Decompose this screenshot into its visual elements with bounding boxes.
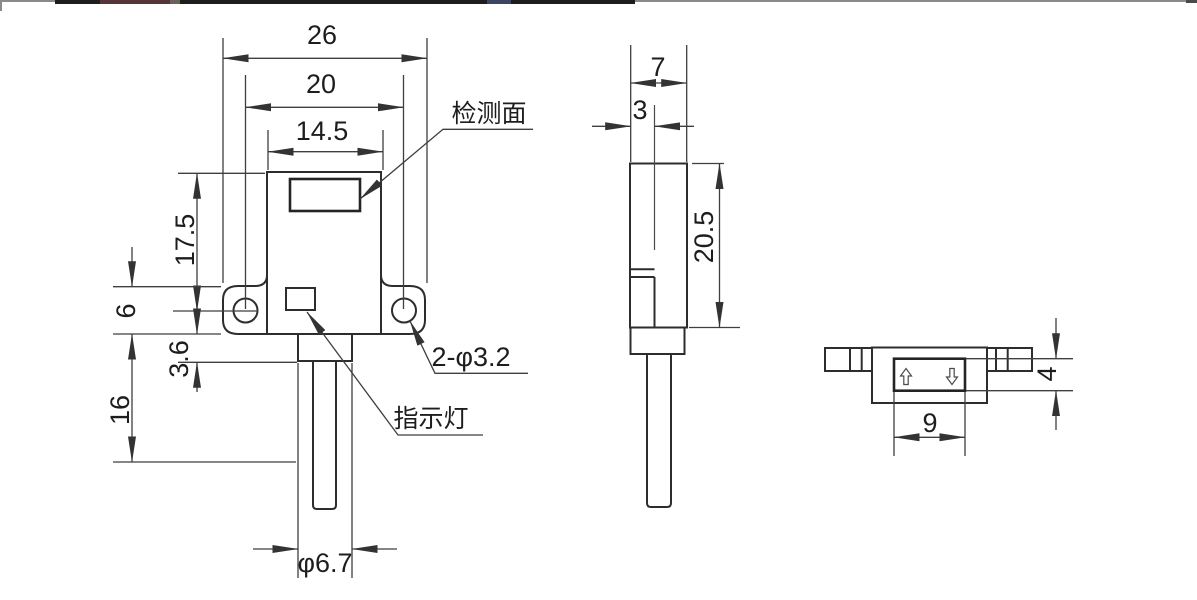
sensor-body-side — [629, 162, 688, 329]
dim-text-cable-dia: φ6.7 — [297, 548, 352, 578]
cropped-content-strip — [55, 0, 635, 4]
dim-text-6: 6 — [111, 303, 141, 318]
dim-text-20-5: 20.5 — [689, 211, 719, 264]
cropped-content-speck — [100, 0, 170, 4]
label-mounting-holes: 2-φ3.2 — [431, 342, 510, 372]
emitter-arrow-icon — [899, 367, 913, 386]
dim-text-26: 26 — [307, 20, 337, 50]
cable-gland-side — [629, 326, 686, 355]
leader-detection-face — [359, 128, 533, 200]
dim-overall-width: 26 — [222, 20, 428, 283]
top-ear-right — [986, 347, 1033, 372]
cropped-content-mark — [1186, 0, 1197, 3]
dim-text-4: 4 — [1032, 366, 1062, 381]
dim-hole-spacing: 20 — [244, 69, 405, 309]
side-view — [629, 105, 688, 508]
dim-text-9: 9 — [922, 408, 937, 438]
dim-text-14-5: 14.5 — [296, 116, 349, 146]
label-detection-face: 检测面 — [451, 100, 526, 128]
top-ear-left — [824, 347, 873, 372]
top-view — [824, 346, 1033, 404]
dim-text-7: 7 — [650, 52, 665, 82]
indicator-led — [285, 287, 316, 311]
label-mounting-holes-group: 2-φ3.2 — [409, 320, 528, 374]
label-indicator-light: 指示灯 — [393, 405, 468, 433]
dim-text-16: 16 — [105, 395, 135, 425]
dim-window-width: 9 — [893, 392, 966, 456]
leader-mounting-holes — [409, 320, 528, 374]
label-indicator-light-group: 指示灯 — [306, 311, 483, 436]
dim-text-3: 3 — [632, 95, 647, 125]
dim-gland-depth: 3.6 — [164, 306, 297, 392]
cable-gland-front — [297, 333, 353, 362]
optical-window-top — [892, 357, 967, 393]
sensor-body-top — [871, 346, 988, 404]
cable-front — [312, 361, 337, 510]
dim-text-3-6: 3.6 — [164, 340, 194, 378]
leader-indicator-light — [306, 311, 483, 436]
dim-body-width: 14.5 — [267, 116, 384, 170]
cropped-content-speck — [487, 0, 511, 4]
dim-ear-height: 6 — [111, 247, 221, 335]
dim-text-17-5: 17.5 — [170, 214, 200, 267]
dim-top-to-hole: 17.5 — [170, 172, 265, 312]
dim-window-depth: 4 — [966, 318, 1073, 430]
dim-cable-diameter: φ6.7 — [253, 363, 397, 578]
front-view — [222, 171, 426, 510]
dim-text-20: 20 — [306, 69, 336, 99]
cropped-content-speck — [170, 0, 180, 4]
dim-axis-offset: 3 — [592, 95, 694, 131]
receiver-arrow-icon — [945, 367, 959, 386]
left-border-tick — [0, 0, 2, 11]
mounting-ear-left — [222, 274, 268, 335]
cable-side — [646, 354, 672, 508]
label-detection-face-group: 检测面 — [359, 100, 533, 200]
detection-window — [288, 177, 362, 213]
dim-body-height: 20.5 — [689, 162, 740, 329]
dim-thickness: 7 — [630, 45, 688, 162]
dim-lower-section: 16 — [105, 333, 296, 463]
